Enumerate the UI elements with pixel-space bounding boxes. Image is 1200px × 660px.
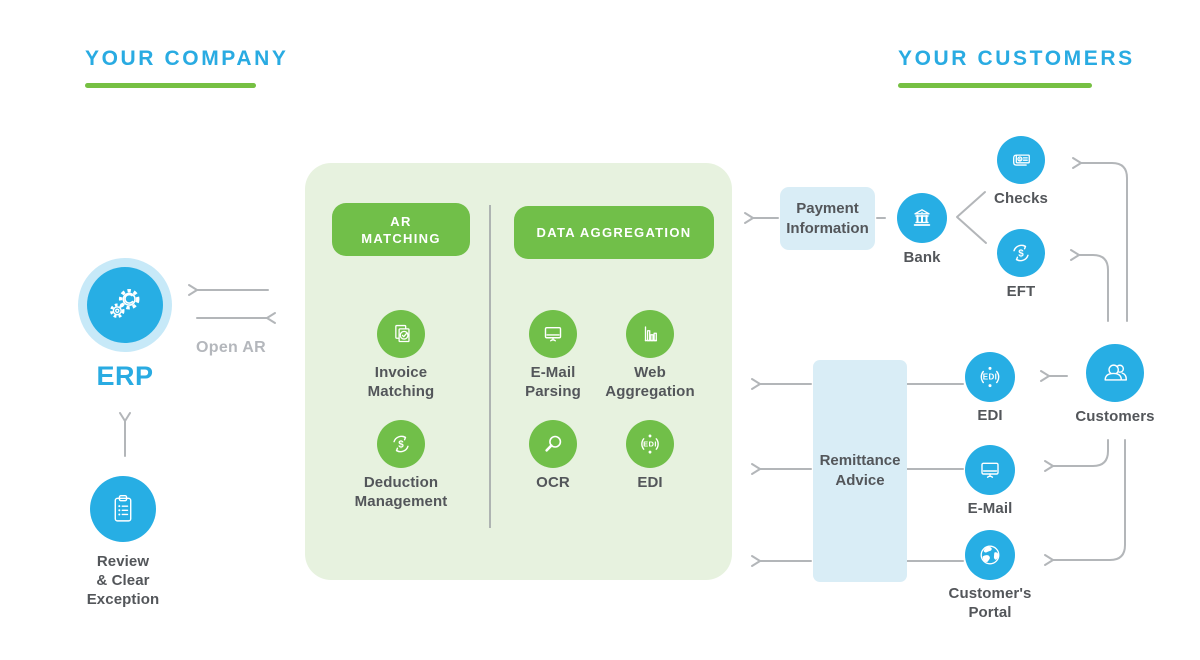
bar-chart-icon xyxy=(626,310,674,358)
your-customers-heading: YOUR CUSTOMERS xyxy=(898,47,1135,70)
bank-icon xyxy=(897,193,947,243)
your-customers-underline xyxy=(898,83,1092,88)
email-parsing-label: E-Mail Parsing xyxy=(525,364,581,400)
svg-text:$: $ xyxy=(1019,156,1022,161)
edi-circle-icon: EDI xyxy=(965,352,1015,402)
customers-portal-node: Customer's Portal xyxy=(948,530,1032,622)
review-clear-exception-node: Review & Clear Exception xyxy=(53,476,193,609)
edi-circle-icon: EDI xyxy=(626,420,674,468)
erp-node xyxy=(65,267,185,343)
globe-icon xyxy=(965,530,1015,580)
magnifier-icon xyxy=(529,420,577,468)
arrow-customers-to-portal xyxy=(1044,439,1126,566)
open-ar-label: Open AR xyxy=(196,339,266,356)
svg-text:EDI: EDI xyxy=(643,440,657,449)
svg-text:$: $ xyxy=(398,439,404,450)
web-aggregation-label: Web Aggregation xyxy=(605,364,695,400)
ar-matching-header: AR MATCHING xyxy=(332,203,470,256)
ocr-label: OCR xyxy=(536,474,570,491)
customers-node: Customers xyxy=(1060,344,1170,426)
deduction-management-label: Deduction Management xyxy=(354,474,448,510)
people-icon xyxy=(1086,344,1144,402)
bank-node: Bank xyxy=(882,193,962,267)
clipboard-icon xyxy=(90,476,156,542)
remittance-advice-box: Remittance Advice xyxy=(813,360,907,582)
your-company-heading: YOUR COMPANY xyxy=(85,47,289,70)
deduction-management-node: $ Deduction Management xyxy=(341,420,461,511)
email-label: E-Mail xyxy=(967,500,1013,517)
review-clear-exception-label: Review & Clear Exception xyxy=(86,553,160,608)
edi-blue-label: EDI xyxy=(977,407,1003,424)
dollar-cycle-icon: $ xyxy=(997,229,1045,277)
arrow-customers-to-eft xyxy=(1070,249,1109,322)
email-parsing-node: E-Mail Parsing xyxy=(493,310,613,401)
customers-portal-label: Customer's Portal xyxy=(948,585,1032,621)
arrow-customers-to-checks xyxy=(1072,157,1128,322)
edi-blue-node: EDI EDI xyxy=(950,352,1030,425)
gears-icon xyxy=(87,267,163,343)
svg-text:EDI: EDI xyxy=(983,373,998,382)
web-aggregation-node: Web Aggregation xyxy=(590,310,710,401)
customers-label: Customers xyxy=(1075,408,1155,425)
dollar-cycle-icon: $ xyxy=(377,420,425,468)
edi-green-node: EDI EDI xyxy=(590,420,710,492)
checks-label: Checks xyxy=(994,190,1048,207)
invoice-matching-label: Invoice Matching xyxy=(367,364,435,400)
your-company-underline xyxy=(85,83,256,88)
erp-label: ERP xyxy=(96,361,154,391)
checks-node: $ Checks xyxy=(976,136,1066,208)
payment-information-box: Payment Information xyxy=(780,187,875,250)
check-scroll-icon: $ xyxy=(997,136,1045,184)
invoice-check-icon xyxy=(377,310,425,358)
monitor-icon xyxy=(965,445,1015,495)
monitor-icon xyxy=(529,310,577,358)
svg-text:$: $ xyxy=(1018,248,1024,259)
bank-label: Bank xyxy=(903,249,941,266)
arrow-customers-to-email xyxy=(1044,439,1109,472)
invoice-matching-node: Invoice Matching xyxy=(341,310,461,401)
email-node: E-Mail xyxy=(950,445,1030,518)
eft-node: $ EFT xyxy=(976,229,1066,301)
data-aggregation-header: DATA AGGREGATION xyxy=(514,206,714,259)
ocr-node: OCR xyxy=(493,420,613,492)
eft-label: EFT xyxy=(1006,283,1036,300)
edi-green-label: EDI xyxy=(637,474,663,491)
